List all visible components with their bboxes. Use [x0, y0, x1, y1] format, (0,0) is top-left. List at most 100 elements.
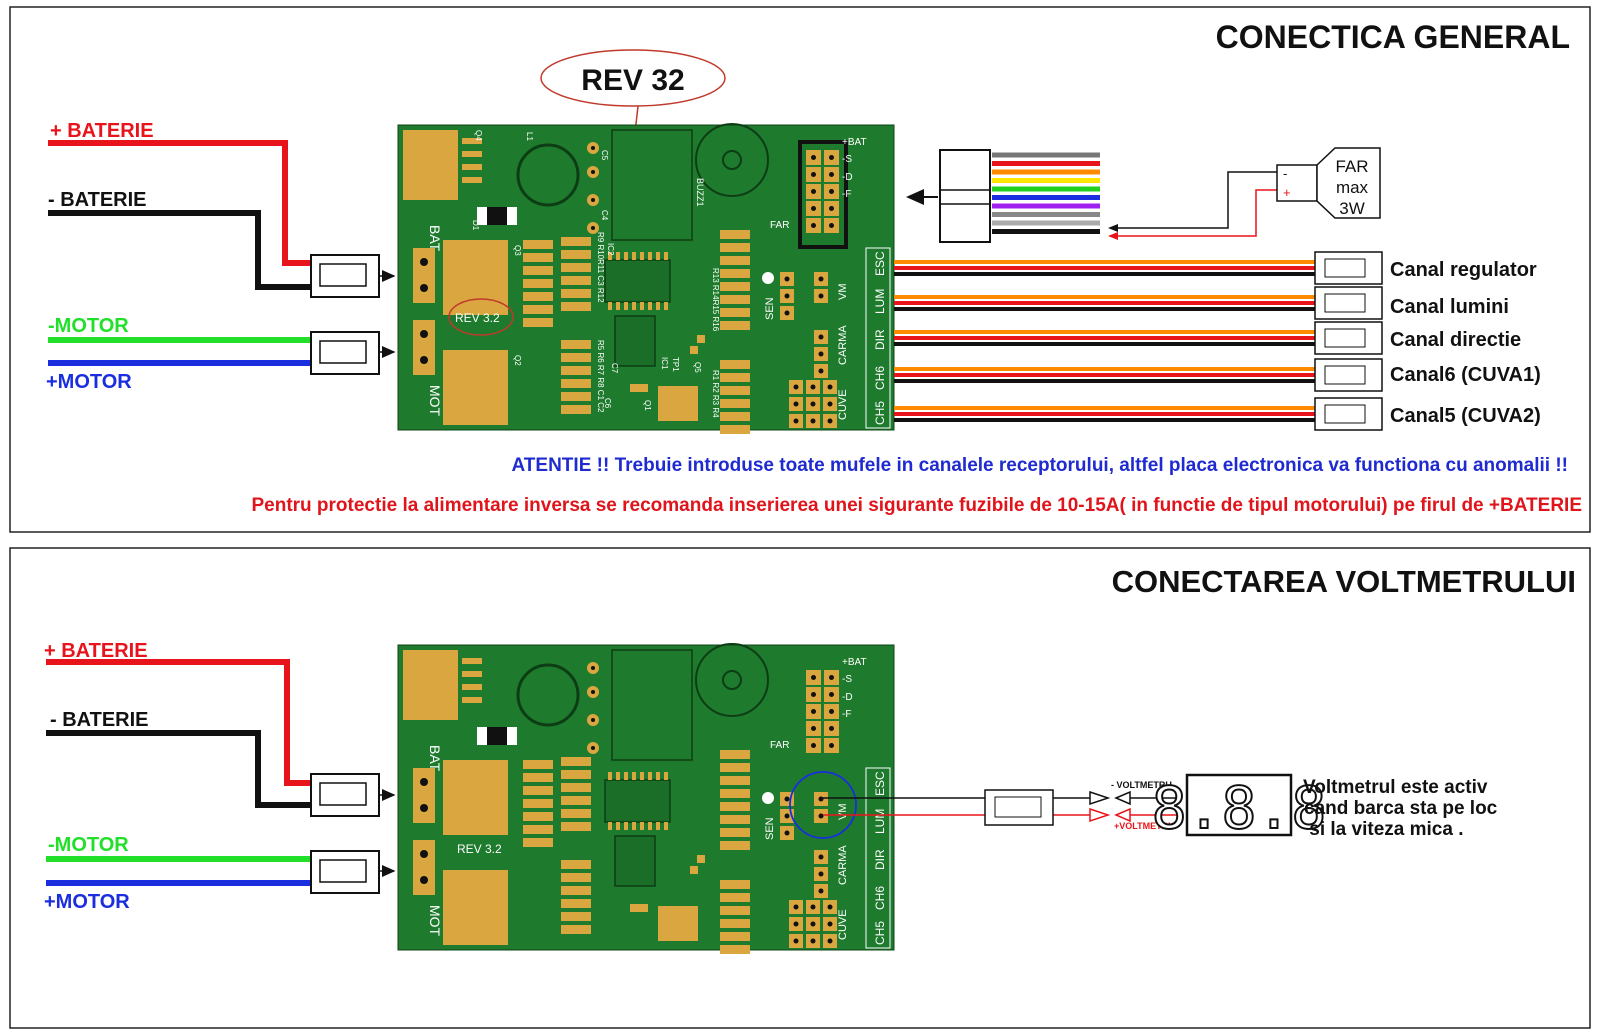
smd-pad	[561, 809, 591, 818]
smd-pad	[720, 230, 750, 239]
q4-lead	[462, 177, 482, 183]
p2-header-label-s: -S	[842, 674, 852, 685]
board-lum-label: LUM	[873, 289, 887, 314]
p2-plus-motor-label: +MOTOR	[44, 891, 130, 913]
smd-pad	[720, 425, 750, 434]
ic-pin	[616, 822, 620, 830]
smd-pad	[523, 812, 553, 821]
channel-cable-5: Canal5 (CUVA2)	[894, 397, 1541, 431]
p2-minus-battery-label: - BATERIE	[50, 709, 149, 731]
smd-pad	[561, 392, 591, 401]
smd-pad	[561, 250, 591, 259]
board-buzz-label: BUZZ1	[695, 178, 705, 207]
pad-mot-terminal	[413, 320, 435, 375]
lamp-text-1: FAR	[1335, 157, 1368, 176]
label-ic2: IC2	[606, 243, 615, 256]
label-q4: Q4	[474, 130, 483, 141]
ic-pin	[648, 772, 652, 780]
smd-pad	[561, 276, 591, 285]
q4-lead	[462, 658, 482, 664]
p2-header-label-f: -F	[842, 709, 851, 720]
ic-pin	[632, 822, 636, 830]
lamp-symbol: - + FAR max 3W	[1276, 147, 1381, 219]
channel-plug	[1314, 251, 1383, 285]
q4-lead	[462, 697, 482, 703]
p2-board-esc-label: ESC	[873, 771, 887, 796]
plus-voltmeter-label: +VOLTMETRU	[1114, 821, 1175, 831]
smd-pad	[561, 302, 591, 311]
label-d1: D1	[471, 220, 480, 231]
smd-pad	[523, 305, 553, 314]
board-ch5-label: CH5	[873, 401, 887, 425]
ic-pin	[640, 772, 644, 780]
minus-motor-label: -MOTOR	[48, 315, 129, 337]
board-mot-label: MOT	[427, 385, 443, 417]
panel-general-title: CONECTICA GENERAL	[1216, 19, 1570, 55]
smd-pad	[561, 379, 591, 388]
board-vm-label: VM	[837, 284, 849, 301]
label-tp1: TP1	[671, 357, 680, 372]
p2-board-bat-label: BAT	[427, 745, 443, 772]
q5-pad	[690, 866, 698, 874]
smd-pad	[523, 266, 553, 275]
p2-minus-motor-label: -MOTOR	[48, 834, 129, 856]
smd-pad	[720, 841, 750, 850]
smd-pad	[720, 919, 750, 928]
panel-voltmeter: CONECTAREA VOLTMETRULUI + BATERIE - BATE…	[44, 564, 1576, 954]
panel-voltmeter-frame	[9, 547, 1591, 1029]
ic-pin	[664, 772, 668, 780]
p2-plus-battery-label: + BATERIE	[44, 640, 148, 662]
ic-pin	[648, 302, 652, 310]
channel-cable-3: Canal directie	[894, 321, 1521, 355]
smd-pad	[523, 318, 553, 327]
battery-plug	[310, 254, 396, 298]
p2-board-ch6-label: CH6	[873, 886, 887, 910]
lamp-plus-wire	[1110, 189, 1285, 237]
ic-pin	[648, 822, 652, 830]
smd-pad	[561, 263, 591, 272]
q4-lead	[462, 164, 482, 170]
c7-pad	[630, 904, 648, 912]
smd-pad	[561, 757, 591, 766]
p2-board-cuve-label: CUVE	[837, 909, 849, 940]
board-far-label: FAR	[770, 220, 789, 231]
smd-pad	[561, 353, 591, 362]
channel-label-3: Canal directie	[1390, 329, 1521, 351]
minus-battery-wire	[48, 210, 315, 290]
warning-fuse: Pentru protectie la alimentare inversa s…	[251, 495, 1582, 516]
board-dir-label: DIR	[873, 329, 887, 350]
smd-pad	[720, 893, 750, 902]
sen-dot	[762, 272, 774, 284]
board-sen-label: SEN	[764, 297, 776, 320]
smd-pad	[523, 279, 553, 288]
p2-board-sen-label: SEN	[764, 817, 776, 840]
smd-pad	[720, 386, 750, 395]
label-q3: Q3	[513, 245, 522, 256]
panel-general: CONECTICA GENERAL REV 32 + BATERIE - BAT…	[46, 19, 1582, 516]
channel-label-2: Canal lumini	[1390, 296, 1509, 318]
channel-plug	[1314, 397, 1383, 431]
p2-pcb-board: BAT MOT REV 3.2 +BAT -S -D -F FAR ESC LU…	[397, 643, 895, 954]
channel-plug	[1314, 321, 1383, 355]
inductor-l1	[516, 143, 580, 207]
p2-board-ch5-label: CH5	[873, 921, 887, 945]
voltmeter-display: 8.8.8	[1151, 773, 1328, 843]
p2-board-rev-label: REV 3.2	[457, 842, 502, 856]
smd-pad	[523, 799, 553, 808]
label-q1: Q1	[643, 400, 652, 411]
smd-pad	[720, 802, 750, 811]
ic-pin	[624, 822, 628, 830]
plus-battery-wire	[48, 140, 315, 266]
minus-voltmeter-label: - VOLTMETRU	[1111, 780, 1172, 790]
ic-pin	[648, 252, 652, 260]
smd-pad	[561, 405, 591, 414]
label-r-16: R13 R14R15 R16	[711, 268, 720, 332]
smd-pad	[523, 786, 553, 795]
ic-pin	[640, 252, 644, 260]
lamp-ribbon-connector	[906, 149, 991, 243]
header-label-s: -S	[842, 154, 852, 165]
q4-lead	[462, 151, 482, 157]
label-q2: Q2	[513, 355, 522, 366]
vm-pin-highlight	[789, 771, 857, 839]
smd-pad	[561, 770, 591, 779]
